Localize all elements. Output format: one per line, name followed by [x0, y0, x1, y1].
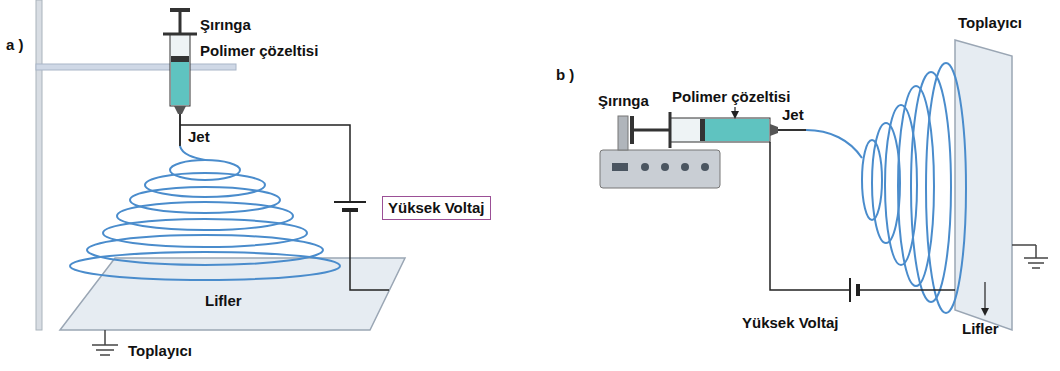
box-label: Yüksek Voltaj [388, 199, 485, 217]
syringe-horizontal [630, 112, 806, 148]
part-label: Polimer çözeltisi [672, 88, 790, 106]
collector-plate [955, 40, 1012, 330]
part-label: Jet [188, 128, 210, 146]
circuit-wire-b [770, 142, 955, 302]
voltage-box: Yüksek Voltaj [382, 196, 491, 220]
part-label: Lifler [205, 292, 242, 310]
part-label: Şırınga [598, 92, 649, 110]
panel-letter: b ) [556, 66, 574, 84]
part-label: Jet [782, 106, 804, 124]
part-label: Şırınga [200, 16, 251, 34]
part-label: Toplayıcı [128, 342, 192, 360]
part-label: Yüksek Voltaj [742, 314, 838, 332]
part-label: Toplayıcı [958, 14, 1022, 32]
panel-letter: a ) [6, 36, 24, 54]
collector-plate [60, 258, 405, 330]
fiber-spiral [70, 146, 340, 280]
ground-symbol [1012, 245, 1048, 268]
fiber-spiral [806, 63, 966, 313]
syringe-pump [600, 116, 720, 188]
part-label: Lifler [962, 320, 999, 338]
ground-symbol [92, 330, 118, 355]
part-label: Polimer çözeltisi [200, 42, 318, 60]
pointer-arrow [734, 107, 735, 117]
leader-arrow [984, 282, 985, 314]
